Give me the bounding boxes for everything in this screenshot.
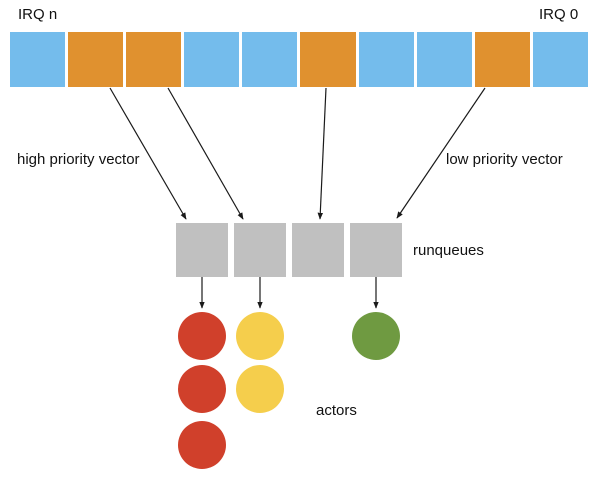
actor-circle-0 xyxy=(178,312,226,360)
irq-cell-4 xyxy=(242,32,298,87)
runqueue-cell-3 xyxy=(350,223,402,277)
runqueue-cell-2 xyxy=(292,223,344,277)
actor-circle-4 xyxy=(236,365,284,413)
irq-cell-2 xyxy=(126,32,182,87)
irq-0-label: IRQ 0 xyxy=(539,6,579,23)
runqueues-label: runqueues xyxy=(413,242,484,259)
runqueue-row xyxy=(176,223,402,277)
actor-circle-5 xyxy=(352,312,400,360)
irq-cell-9 xyxy=(532,32,588,87)
irq-cell-0 xyxy=(10,32,66,87)
actor-circle-2 xyxy=(178,421,226,469)
runqueue-cell-1 xyxy=(234,223,286,277)
actor-circle-3 xyxy=(236,312,284,360)
irq-cell-8 xyxy=(474,32,530,87)
low-priority-vector-label: low priority vector xyxy=(446,151,563,168)
irq-cell-3 xyxy=(184,32,240,87)
actors-label: actors xyxy=(316,402,357,419)
vector-arrow-irq5-to-runqueue2 xyxy=(317,87,327,220)
irq-row xyxy=(10,32,588,87)
irq-cell-1 xyxy=(68,32,124,87)
irq-cell-6 xyxy=(358,32,414,87)
runqueue-cell-0 xyxy=(176,223,228,277)
irq-cell-7 xyxy=(416,32,472,87)
vector-arrow-irq2-to-runqueue1 xyxy=(167,87,244,220)
irq-n-label: IRQ n xyxy=(18,6,58,23)
actor-circle-1 xyxy=(178,365,226,413)
irq-cell-5 xyxy=(300,32,356,87)
high-priority-vector-label: high priority vector xyxy=(17,151,140,168)
